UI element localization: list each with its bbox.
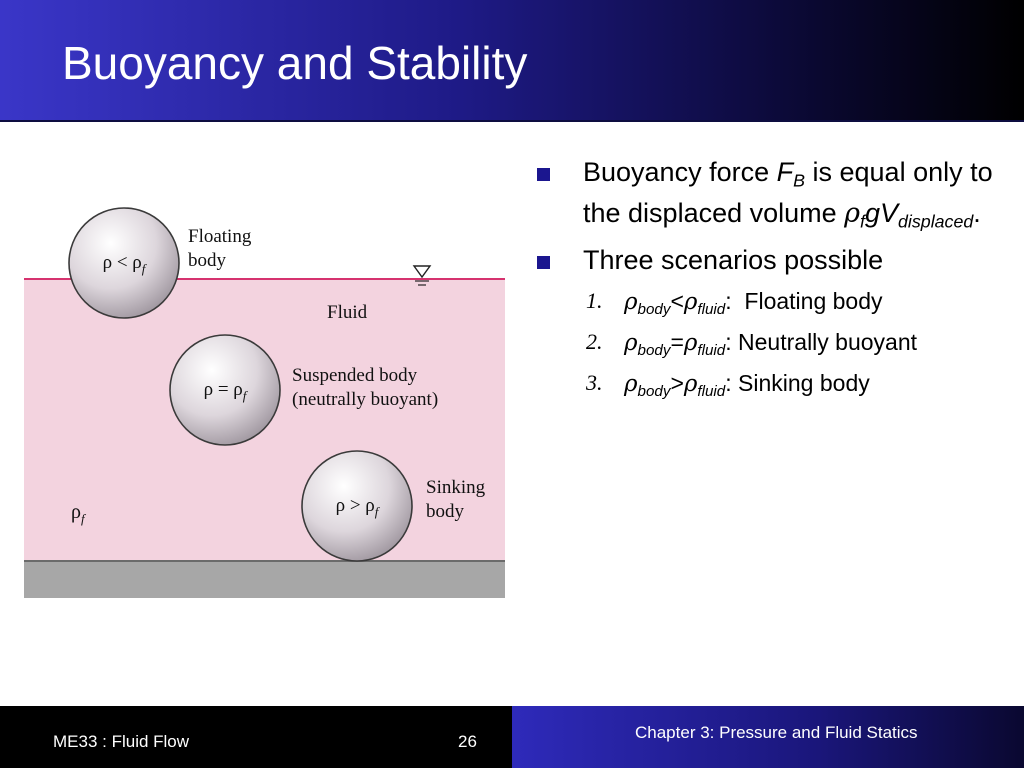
suspended-equation: ρ = ρf <box>204 379 249 403</box>
subitem-sinking: 3. ρbody>ρfluid: Sinking body <box>586 370 870 400</box>
bullet-square-icon <box>537 168 550 181</box>
free-surface-triangle-icon <box>412 265 432 286</box>
footer-course: ME33 : Fluid Flow <box>53 732 190 751</box>
fluid-label: Fluid <box>327 302 368 323</box>
footer-left: ME33 : Fluid Flow 26 <box>0 706 512 768</box>
floating-label: Floating body <box>188 226 256 271</box>
footer-chapter: Chapter 3: Pressure and Fluid Statics <box>635 723 918 742</box>
bullet-square-icon <box>537 256 550 269</box>
bullet-three-scenarios: Three scenarios possible <box>534 240 1004 281</box>
sinking-ball <box>301 450 413 562</box>
suspended-label: Suspended body (neutrally buoyant) <box>292 365 438 410</box>
sinking-equation: ρ > ρf <box>336 495 381 519</box>
fluid-density-label: ρf <box>71 501 87 526</box>
buoyancy-figure: ρ < ρf Floating body Fluid ρ = ρf Suspen… <box>24 196 505 598</box>
bullet-buoyancy-force: Buoyancy force FB is equal only to the d… <box>534 152 1004 234</box>
subitem-neutral: 2. ρbody=ρfluid: Neutrally buoyant <box>586 329 918 359</box>
footer-page-number: 26 <box>458 732 477 751</box>
suspended-ball <box>169 334 281 446</box>
footer-right: Chapter 3: Pressure and Fluid Statics <box>512 706 1024 768</box>
subitem-floating: 1. ρbody<ρfluid: Floating body <box>586 288 883 318</box>
sinking-label: Sinking body <box>426 477 490 522</box>
floating-ball <box>68 207 180 319</box>
floating-equation: ρ < ρf <box>103 252 148 276</box>
bullet-list: Buoyancy force FB is equal only to the d… <box>534 152 1004 404</box>
ground <box>24 561 505 598</box>
title-bar: Buoyancy and Stability <box>0 0 1024 122</box>
slide-title: Buoyancy and Stability <box>62 37 528 89</box>
